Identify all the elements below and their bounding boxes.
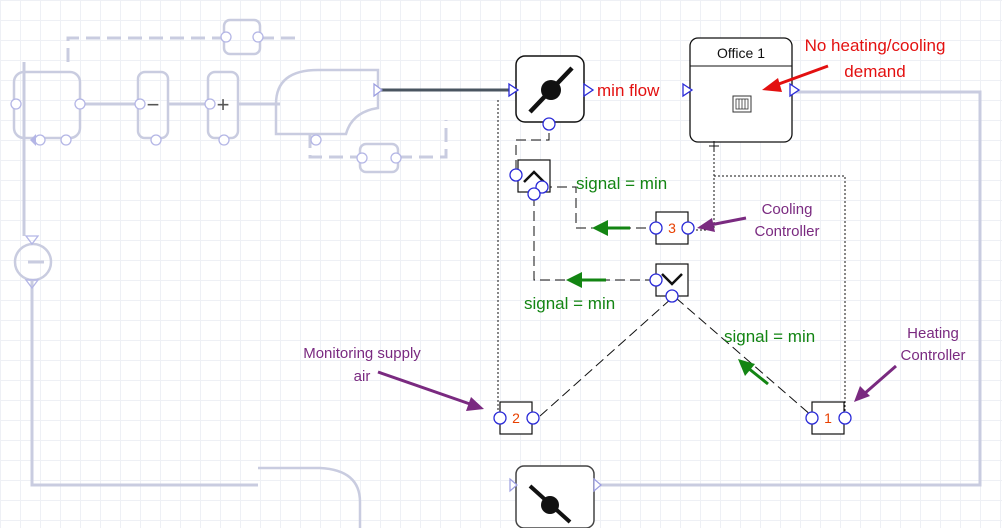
min-selector-icon bbox=[661, 273, 683, 286]
cooling-controller-label-line2: Controller bbox=[754, 223, 819, 240]
faded-background-system: − + bbox=[10, 18, 982, 528]
heating-controller-number: 1 bbox=[824, 410, 832, 426]
supply-air-controller[interactable]: 2 bbox=[493, 401, 540, 435]
no-demand-label-line2: demand bbox=[844, 62, 905, 81]
heating-controller-label-line1: Heating bbox=[907, 325, 959, 342]
monitoring-label-line2: air bbox=[354, 368, 371, 385]
faded-fan-bottom bbox=[258, 466, 362, 528]
monitoring-label-line1: Monitoring supply bbox=[303, 345, 421, 362]
supply-air-controller-number: 2 bbox=[512, 410, 520, 426]
coil-minus-icon: − bbox=[147, 92, 160, 117]
vav-damper[interactable] bbox=[508, 55, 595, 131]
signal-label-middle: signal = min bbox=[524, 294, 615, 313]
radiator-icon bbox=[732, 95, 752, 113]
office-zone[interactable]: Office 1 bbox=[682, 37, 801, 151]
fan-icon bbox=[274, 68, 380, 136]
no-demand-label-line1: No heating/cooling bbox=[805, 36, 946, 55]
return-damper[interactable] bbox=[509, 465, 602, 528]
cooling-controller-number: 3 bbox=[668, 220, 676, 236]
heating-controller[interactable]: 1 bbox=[805, 401, 852, 435]
faded-duct-bottom bbox=[30, 280, 258, 487]
heating-controller-label-line2: Controller bbox=[900, 347, 965, 364]
max-selector[interactable] bbox=[509, 159, 551, 201]
annotation-arrows bbox=[377, 64, 897, 411]
office-title: Office 1 bbox=[717, 45, 765, 61]
coil-plus-icon: + bbox=[217, 92, 230, 117]
signal-lines bbox=[497, 100, 846, 417]
max-selector-icon bbox=[523, 170, 545, 183]
cooling-controller-label-line1: Cooling bbox=[762, 201, 813, 218]
return-duct bbox=[595, 90, 982, 487]
cooling-controller[interactable]: 3 bbox=[649, 211, 695, 245]
min-selector[interactable] bbox=[649, 263, 689, 303]
damper-icon bbox=[528, 66, 574, 114]
min-flow-label: min flow bbox=[597, 81, 660, 100]
signal-label-right: signal = min bbox=[724, 327, 815, 346]
signal-label-top: signal = min bbox=[576, 174, 667, 193]
